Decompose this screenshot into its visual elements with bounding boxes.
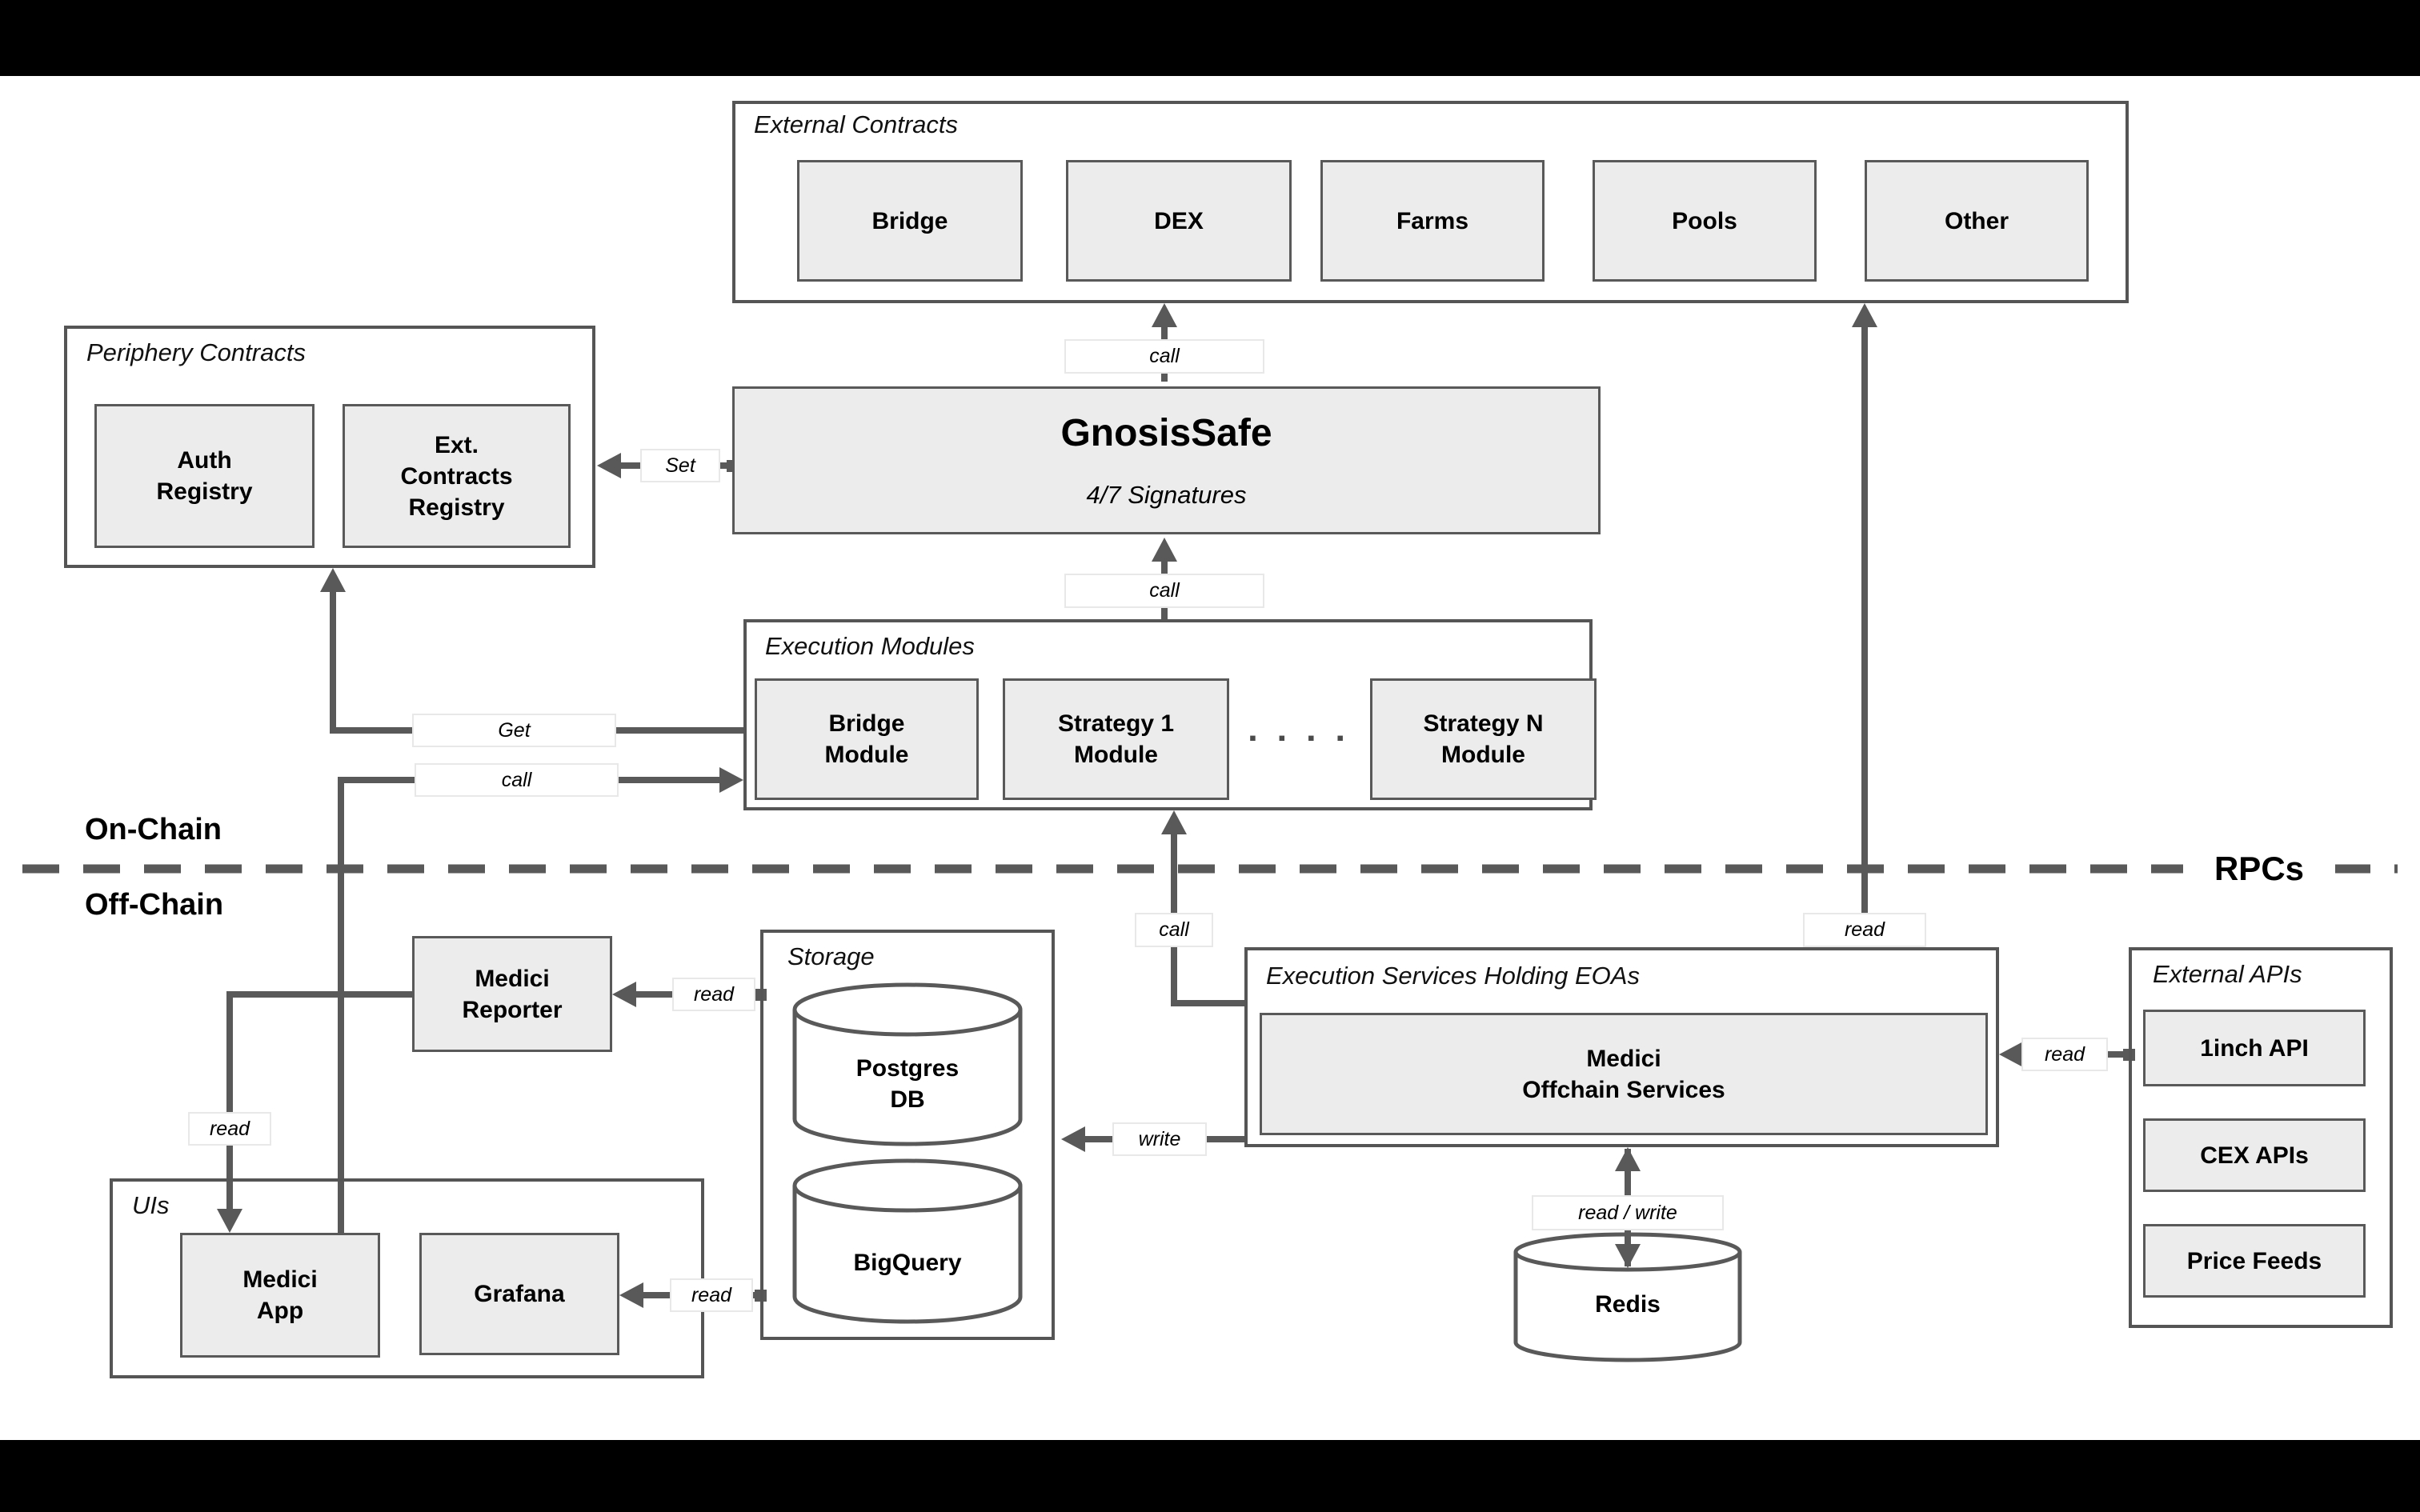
edge-label-read-services-chain: read — [1803, 913, 1926, 947]
node-dex: DEX — [1066, 160, 1292, 282]
external-apis-title: External APIs — [2153, 960, 2302, 988]
node-medici-reporter: Medici Reporter — [412, 936, 612, 1052]
edge-label-write: write — [1112, 1122, 1207, 1156]
external-apis-container — [2129, 947, 2393, 1328]
medici-offchain-line1: Medici — [1586, 1045, 1661, 1072]
execution-modules-title: Execution Modules — [765, 632, 975, 660]
node-bigquery-label: BigQuery — [853, 1249, 962, 1276]
node-postgres-db-label: Postgres DB — [827, 1040, 988, 1128]
node-bridge-module: Bridge Module — [755, 678, 979, 800]
storage-container — [760, 930, 1055, 1340]
rpcs-label: RPCs — [2183, 845, 2335, 893]
node-price-feeds: Price Feeds — [2143, 1224, 2366, 1298]
postgres-db-text: Postgres DB — [855, 1055, 960, 1113]
execution-services-container — [1244, 947, 1999, 1147]
node-bridge-module-label: Bridge Module — [824, 710, 909, 768]
edge-label-read-reporter-app: read — [188, 1112, 271, 1146]
node-gnosis-safe: GnosisSafe 4/7 Signatures — [732, 386, 1601, 534]
on-chain-label: On-Chain — [85, 813, 222, 846]
edge-label-call-safe-external: call — [1064, 339, 1264, 374]
periphery-contracts-container — [64, 326, 595, 568]
node-price-feeds-label: Price Feeds — [2186, 1247, 2322, 1274]
edge-label-read-write-redis: read / write — [1532, 1195, 1724, 1230]
node-ext-contracts-registry: Ext. Contracts Registry — [343, 404, 571, 548]
node-1inch-api: 1inch API — [2143, 1010, 2366, 1086]
node-strategy1-module-label: Strategy 1 Module — [1057, 710, 1175, 768]
edge-label-read-storage-grafana: read — [670, 1278, 753, 1312]
node-1inch-api-label: 1inch API — [2200, 1034, 2309, 1062]
node-medici-offchain-services: Medici Offchain Services — [1260, 1013, 1988, 1135]
medici-offchain-line2: Offchain Services — [1522, 1076, 1725, 1103]
edge-label-read-storage-reporter: read — [672, 978, 755, 1011]
edge-label-get: Get — [412, 714, 616, 747]
node-redis-label: Redis — [1595, 1290, 1661, 1318]
node-strategyN-module: Strategy N Module — [1370, 678, 1597, 800]
node-cex-apis-label: CEX APIs — [2200, 1142, 2309, 1169]
node-auth-registry-label: Auth Registry — [156, 447, 253, 505]
node-strategy1-module: Strategy 1 Module — [1003, 678, 1229, 800]
node-grafana: Grafana — [419, 1233, 619, 1355]
edge-label-call-services-modules: call — [1135, 913, 1213, 947]
node-pools: Pools — [1593, 160, 1817, 282]
node-bridge-label: Bridge — [871, 207, 948, 234]
gnosis-safe-subtitle: 4/7 Signatures — [1086, 481, 1247, 510]
periphery-contracts-title: Periphery Contracts — [86, 338, 306, 366]
node-medici-app: Medici App — [180, 1233, 380, 1358]
node-bridge: Bridge — [797, 160, 1023, 282]
edge-label-set: Set — [640, 449, 720, 482]
node-grafana-label: Grafana — [474, 1281, 565, 1307]
node-cex-apis: CEX APIs — [2143, 1118, 2366, 1192]
node-medici-app-label: Medici App — [242, 1266, 318, 1324]
node-strategyN-module-label: Strategy N Module — [1423, 710, 1544, 768]
node-other: Other — [1865, 160, 2089, 282]
node-other-label: Other — [1944, 207, 2009, 234]
node-ext-contracts-registry-label: Ext. Contracts Registry — [400, 431, 513, 521]
gnosis-safe-title: GnosisSafe — [1060, 412, 1272, 455]
uis-title: UIs — [132, 1191, 170, 1219]
node-farms: Farms — [1320, 160, 1545, 282]
edge-label-read-apis-services: read — [2021, 1038, 2108, 1071]
strategy-ellipsis: ▪ ▪ ▪ ▪ — [1248, 726, 1352, 750]
off-chain-label: Off-Chain — [85, 888, 224, 922]
node-auth-registry: Auth Registry — [94, 404, 315, 548]
node-medici-reporter-label: Medici Reporter — [462, 965, 563, 1023]
external-contracts-container — [732, 101, 2129, 303]
node-dex-label: DEX — [1154, 207, 1204, 234]
edge-label-call-modules-safe: call — [1064, 574, 1264, 608]
edge-label-call-app-modules: call — [415, 763, 619, 797]
node-farms-label: Farms — [1396, 207, 1469, 234]
node-pools-label: Pools — [1672, 207, 1737, 234]
execution-services-title: Execution Services Holding EOAs — [1266, 962, 1640, 990]
storage-title: Storage — [787, 942, 875, 970]
external-contracts-title: External Contracts — [754, 110, 958, 138]
